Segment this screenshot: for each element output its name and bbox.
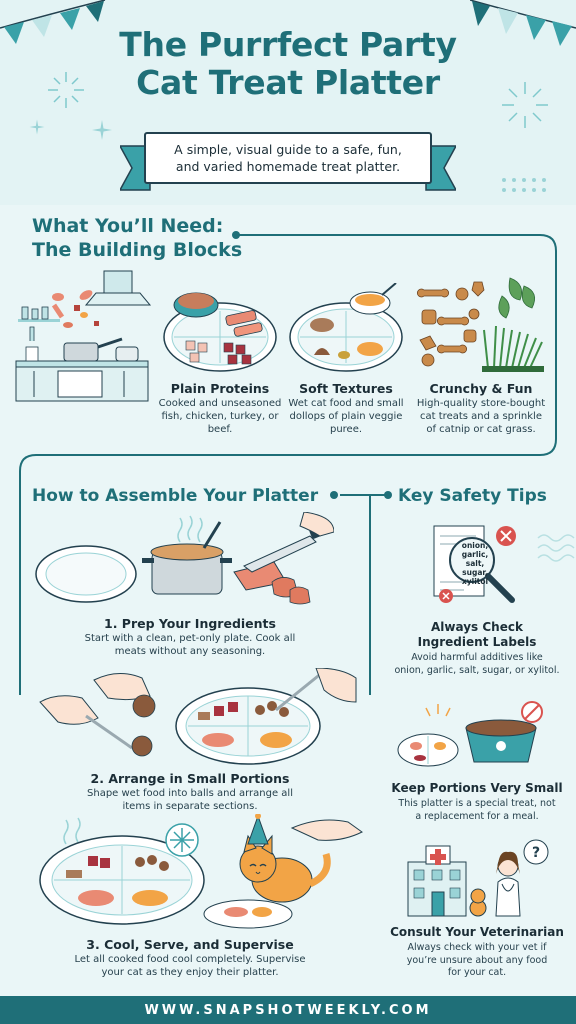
desc-line: items in separate sections.: [122, 801, 258, 812]
desc-line: onion, garlic, salt, sugar, or xylitol.: [394, 664, 560, 676]
step-desc-serve: Let all cooked food cool completely. Sup…: [20, 953, 360, 979]
needs-heading-line: The Building Blocks: [32, 239, 243, 261]
desc-line: High-quality store-bought: [416, 398, 546, 409]
flow-connector: [19, 231, 557, 695]
assemble-heading: How to Assemble Your Platter: [32, 486, 319, 506]
page-title: The Purrfect Party Cat Treat Platter: [0, 26, 576, 102]
desc-line: Start with a clean, pet-only plate. Cook…: [84, 633, 296, 644]
sparkle-icon: [48, 72, 84, 108]
ingredient-label-magnifier-icon: [433, 525, 516, 603]
safety-heading: Key Safety Tips: [398, 486, 547, 506]
desc-line: for your cat.: [447, 967, 507, 978]
dot-grid-icon: [502, 178, 546, 192]
label-word: sugar,: [462, 568, 488, 577]
step-title-arrange: 2. Arrange in Small Portions: [90, 771, 290, 786]
tip-desc-labels: Avoid harmful additives like onion, garl…: [384, 652, 570, 677]
needs-heading: What You’ll Need: The Building Blocks: [32, 214, 242, 262]
prep-illustration: [35, 512, 334, 605]
footer-url[interactable]: WWW.SNAPSHOTWEEKLY.COM: [0, 996, 576, 1024]
card-desc-soft: Wet cat food and small dollops of plain …: [274, 397, 418, 436]
desc-line: of catnip or cat grass.: [426, 424, 536, 435]
label-ingredients-text: onion, garlic, salt, sugar, xylitol: [452, 541, 498, 586]
portion-bowl-icon: [397, 701, 543, 767]
desc-line: This platter is a special treat, not: [398, 798, 556, 809]
tip-title-line: Ingredient Labels: [417, 635, 537, 649]
tip-title-line: Always Check: [431, 620, 523, 634]
star-icon: [92, 120, 112, 140]
step-desc-arrange: Shape wet food into balls and arrange al…: [30, 787, 350, 813]
desc-line: cat treats and a sprinkle: [420, 411, 542, 422]
step-title-serve: 3. Cool, Serve, and Supervise: [86, 937, 294, 952]
tip-title-line: Keep Portions Very Small: [391, 781, 563, 795]
sparkle-icon: [502, 82, 548, 128]
step-title-prep: 1. Prep Your Ingredients: [104, 616, 276, 631]
card-title-soft: Soft Textures: [299, 381, 393, 396]
svg-text:?: ?: [532, 845, 540, 861]
wave-decoration-icon: [537, 534, 575, 562]
needs-heading-line: What You’ll Need:: [32, 215, 224, 237]
card-desc-crunchy: High-quality store-bought cat treats and…: [406, 397, 556, 436]
treats-illustration: [416, 277, 544, 372]
desc-line: Avoid harmful additives like: [411, 652, 543, 663]
desc-line: your cat as they enjoy their platter.: [101, 967, 279, 978]
desc-line: Always check with your vet if: [407, 942, 547, 953]
card-title-proteins: Plain Proteins: [170, 381, 270, 396]
serve-illustration: [39, 814, 363, 929]
desc-line: you’re unsure about any food: [406, 954, 548, 966]
tip-title-line: Consult Your Veterinarian: [390, 925, 564, 939]
ribbon-ends-icon: [120, 145, 456, 191]
desc-line: dollops of plain veggie: [289, 411, 403, 422]
label-word: onion,: [461, 541, 489, 550]
soft-food-plate-illustration: [289, 283, 403, 372]
desc-line: Shape wet food into balls and arrange al…: [87, 788, 293, 799]
desc-line: a replacement for a meal.: [415, 810, 539, 822]
subtitle-banner: A simple, visual guide to a safe, fun, a…: [120, 128, 456, 192]
desc-line: Let all cooked food cool completely. Sup…: [74, 954, 306, 965]
header: The Purrfect Party Cat Treat Platter A s…: [0, 0, 576, 205]
tip-title-portions: Keep Portions Very Small: [384, 781, 570, 796]
desc-line: beef.: [207, 424, 233, 435]
bunting-right-icon: [470, 0, 576, 46]
kitchen-illustration: [15, 270, 152, 402]
card-desc-proteins: Cooked and unseasoned fish, chicken, tur…: [148, 397, 292, 436]
desc-line: Wet cat food and small: [288, 398, 404, 409]
protein-plate-illustration: [163, 292, 277, 372]
desc-line: Cooked and unseasoned: [158, 398, 282, 409]
subtitle-line: and varied homemade treat platter.: [175, 159, 401, 174]
arrange-illustration: [39, 668, 357, 765]
star-icon: [29, 119, 45, 135]
step-desc-prep: Start with a clean, pet-only plate. Cook…: [30, 632, 350, 658]
desc-line: meats without any seasoning.: [114, 646, 266, 657]
tip-title-labels: Always Check Ingredient Labels: [392, 620, 562, 650]
veterinarian-clinic-icon: ?: [407, 839, 549, 917]
tip-desc-vet: Always check with your vet if you’re uns…: [384, 942, 570, 980]
desc-line: fish, chicken, turkey, or: [161, 411, 279, 422]
title-line: Cat Treat Platter: [136, 63, 440, 102]
label-word: xylitol: [461, 577, 489, 586]
subtitle-line: A simple, visual guide to a safe, fun,: [174, 142, 402, 157]
bunting-left-icon: [0, 0, 106, 44]
title-line: The Purrfect Party: [119, 25, 457, 64]
card-title-crunchy: Crunchy & Fun: [429, 381, 533, 396]
tip-desc-portions: This platter is a special treat, not a r…: [384, 798, 570, 823]
label-word: garlic, salt,: [461, 550, 489, 568]
tip-title-vet: Consult Your Veterinarian: [384, 925, 570, 940]
desc-line: puree.: [329, 424, 363, 435]
subtitle-box: A simple, visual guide to a safe, fun, a…: [144, 132, 432, 184]
